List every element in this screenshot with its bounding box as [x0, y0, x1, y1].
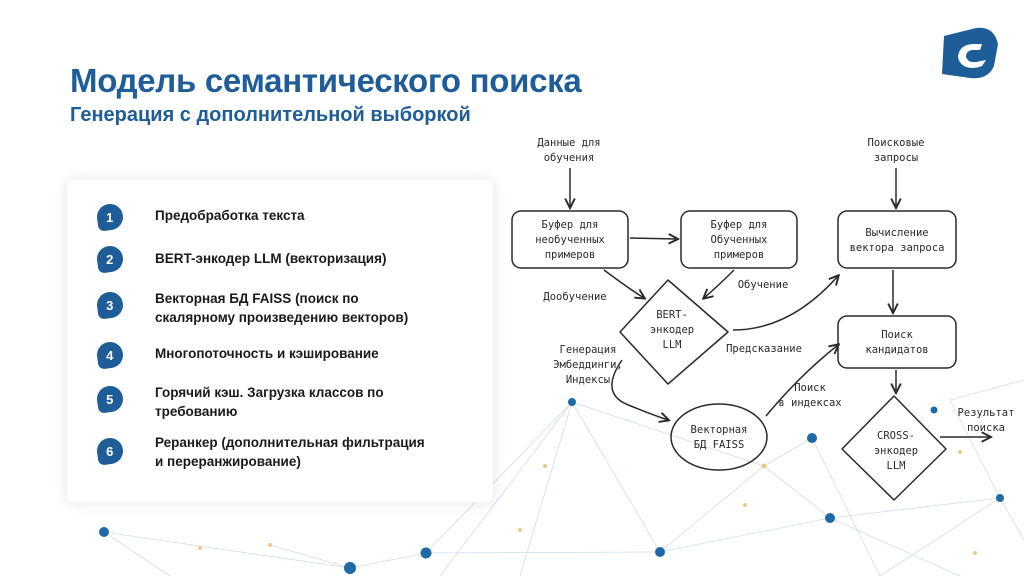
steps-panel: 1 Предобработка текста 2 BERT-энкодер LL…: [67, 180, 493, 502]
step-text: Многопоточность и кэширование: [155, 346, 379, 361]
cross-text: CROSS-: [877, 430, 915, 442]
finetune-label: Дообучение: [543, 291, 606, 303]
step-text: BERT-энкодер LLM (векторизация): [155, 251, 387, 266]
bert-text: BERT-: [656, 309, 688, 321]
generation-label: Генерация: [560, 344, 617, 356]
bert-text: LLM: [663, 339, 682, 351]
arrow-index-search: [765, 345, 838, 417]
step-item: 2 BERT-энкодер LLM (векторизация): [95, 244, 387, 274]
buffer-trained-text: примеров: [714, 249, 765, 261]
search-queries-label: запросы: [874, 152, 918, 164]
step-item: 6 Реранкер (дополнительная фильтрация и …: [95, 435, 425, 471]
arrow-untrained-to-trained: [629, 238, 677, 239]
step-item: 4 Многопоточность и кэширование: [95, 340, 379, 370]
buffer-untrained-text: примеров: [545, 249, 596, 261]
bert-text: энкодер: [650, 324, 694, 336]
buffer-trained-text: Буфер для: [711, 219, 768, 231]
cross-diamond: [841, 395, 947, 501]
step-text: Векторная БД FAISS (поиск по скалярному …: [155, 291, 409, 325]
buffer-untrained-box: [511, 210, 629, 269]
prediction-label: Предсказание: [726, 343, 802, 355]
faiss-text: Векторная: [691, 424, 748, 436]
arrow-generation: [611, 359, 668, 420]
buffer-untrained-text: Буфер для: [542, 219, 599, 231]
index-search-label: в индексах: [778, 397, 841, 409]
step-text: Горячий кэш. Загрузка классов по требова…: [155, 385, 384, 419]
page-title: Модель семантического поиска: [70, 62, 582, 99]
arrow-finetune: [603, 269, 644, 298]
result-label: Результат: [958, 407, 1015, 419]
faiss-text: БД FAISS: [694, 439, 745, 451]
result-label: поиска: [967, 422, 1005, 434]
generation-label: Индексы: [566, 374, 610, 386]
candidates-box: [837, 315, 957, 369]
query-vector-box: [837, 210, 957, 269]
bert-diamond: [619, 279, 729, 385]
step-text: Предобработка текста: [155, 208, 305, 223]
query-vector-text: вектора запроса: [850, 242, 945, 254]
candidates-text: кандидатов: [865, 344, 928, 356]
step-text: Реранкер (дополнительная фильтрация и пе…: [155, 435, 425, 469]
cross-text: LLM: [887, 460, 906, 472]
faiss-ellipse: [670, 403, 768, 471]
search-queries-label: Поисковые: [868, 137, 925, 149]
page-subtitle: Генерация с дополнительной выборкой: [70, 104, 471, 126]
buffer-trained-box: [680, 210, 798, 269]
generation-label: Эмбеддинги,: [553, 359, 623, 371]
buffer-trained-text: Обученных: [711, 234, 768, 246]
step-item: 1 Предобработка текста: [95, 202, 305, 232]
index-search-label: Поиск: [794, 382, 826, 394]
company-logo: [942, 27, 998, 79]
cross-text: энкодер: [874, 445, 918, 457]
query-vector-text: Вычисление: [865, 227, 928, 239]
buffer-untrained-text: необученных: [535, 234, 605, 246]
arrow-training: [704, 269, 735, 298]
candidates-text: Поиск: [881, 329, 913, 341]
step-item: 3 Векторная БД FAISS (поиск по скалярном…: [95, 290, 409, 327]
training-data-label: обучения: [544, 152, 595, 164]
step-item: 5 Горячий кэш. Загрузка классов по требо…: [95, 384, 384, 421]
training-label: Обучение: [738, 279, 789, 291]
arrow-prediction: [732, 276, 838, 331]
training-data-label: Данные для: [537, 137, 600, 149]
